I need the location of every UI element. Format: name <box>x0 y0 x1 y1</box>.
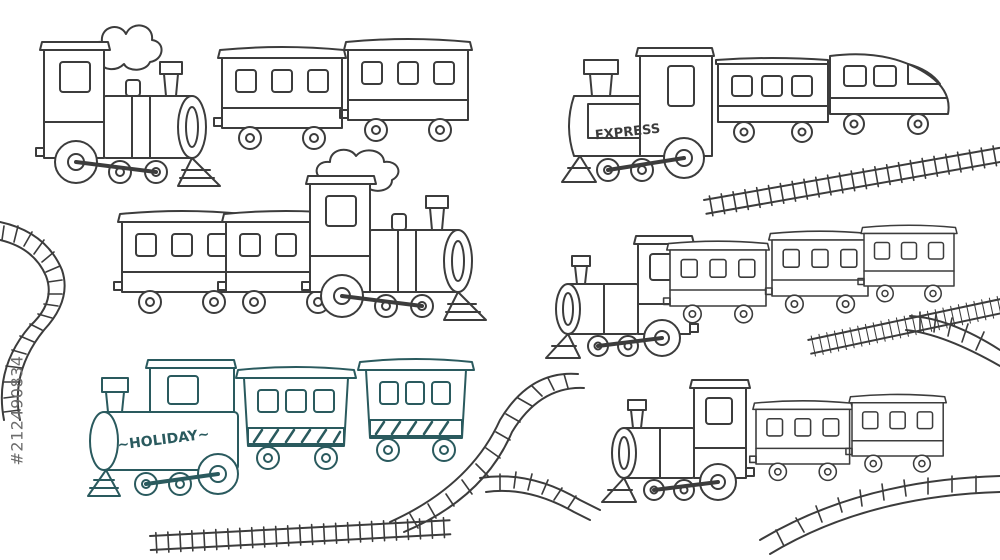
express-train <box>561 47 950 183</box>
holiday-train <box>87 358 475 497</box>
express-nose-car <box>829 53 950 135</box>
steam-train-middle-right <box>544 224 958 360</box>
steam-train-top-left <box>34 24 473 188</box>
express-label: EXPRESS <box>594 122 661 144</box>
rail-track-lower-left <box>148 372 601 554</box>
rail-track-lower-right <box>759 475 1000 555</box>
holiday-locomotive <box>87 359 239 497</box>
wagon-8 <box>748 400 854 482</box>
wagon-6 <box>764 230 873 314</box>
wagon-1 <box>213 46 347 150</box>
stock-id-text: #212490834 <box>7 354 27 466</box>
holiday-wagon-1 <box>235 366 357 470</box>
steam-train-middle <box>113 148 488 322</box>
holiday-wagon-2 <box>357 358 475 462</box>
locomotive-2 <box>300 174 488 322</box>
rail-track-upper-right <box>702 143 1000 218</box>
express-locomotive <box>561 47 715 183</box>
stock-id-watermark: #212490834 <box>2 300 32 520</box>
rail-track-middle-right <box>806 294 1000 367</box>
wagon-7 <box>857 224 958 303</box>
locomotive-6 <box>600 378 756 504</box>
express-wagon <box>715 57 829 143</box>
wagon-2 <box>339 38 473 142</box>
wagon-9 <box>845 393 947 473</box>
rail-track-curved-left <box>0 221 66 421</box>
steam-train-lower-right <box>600 378 947 504</box>
